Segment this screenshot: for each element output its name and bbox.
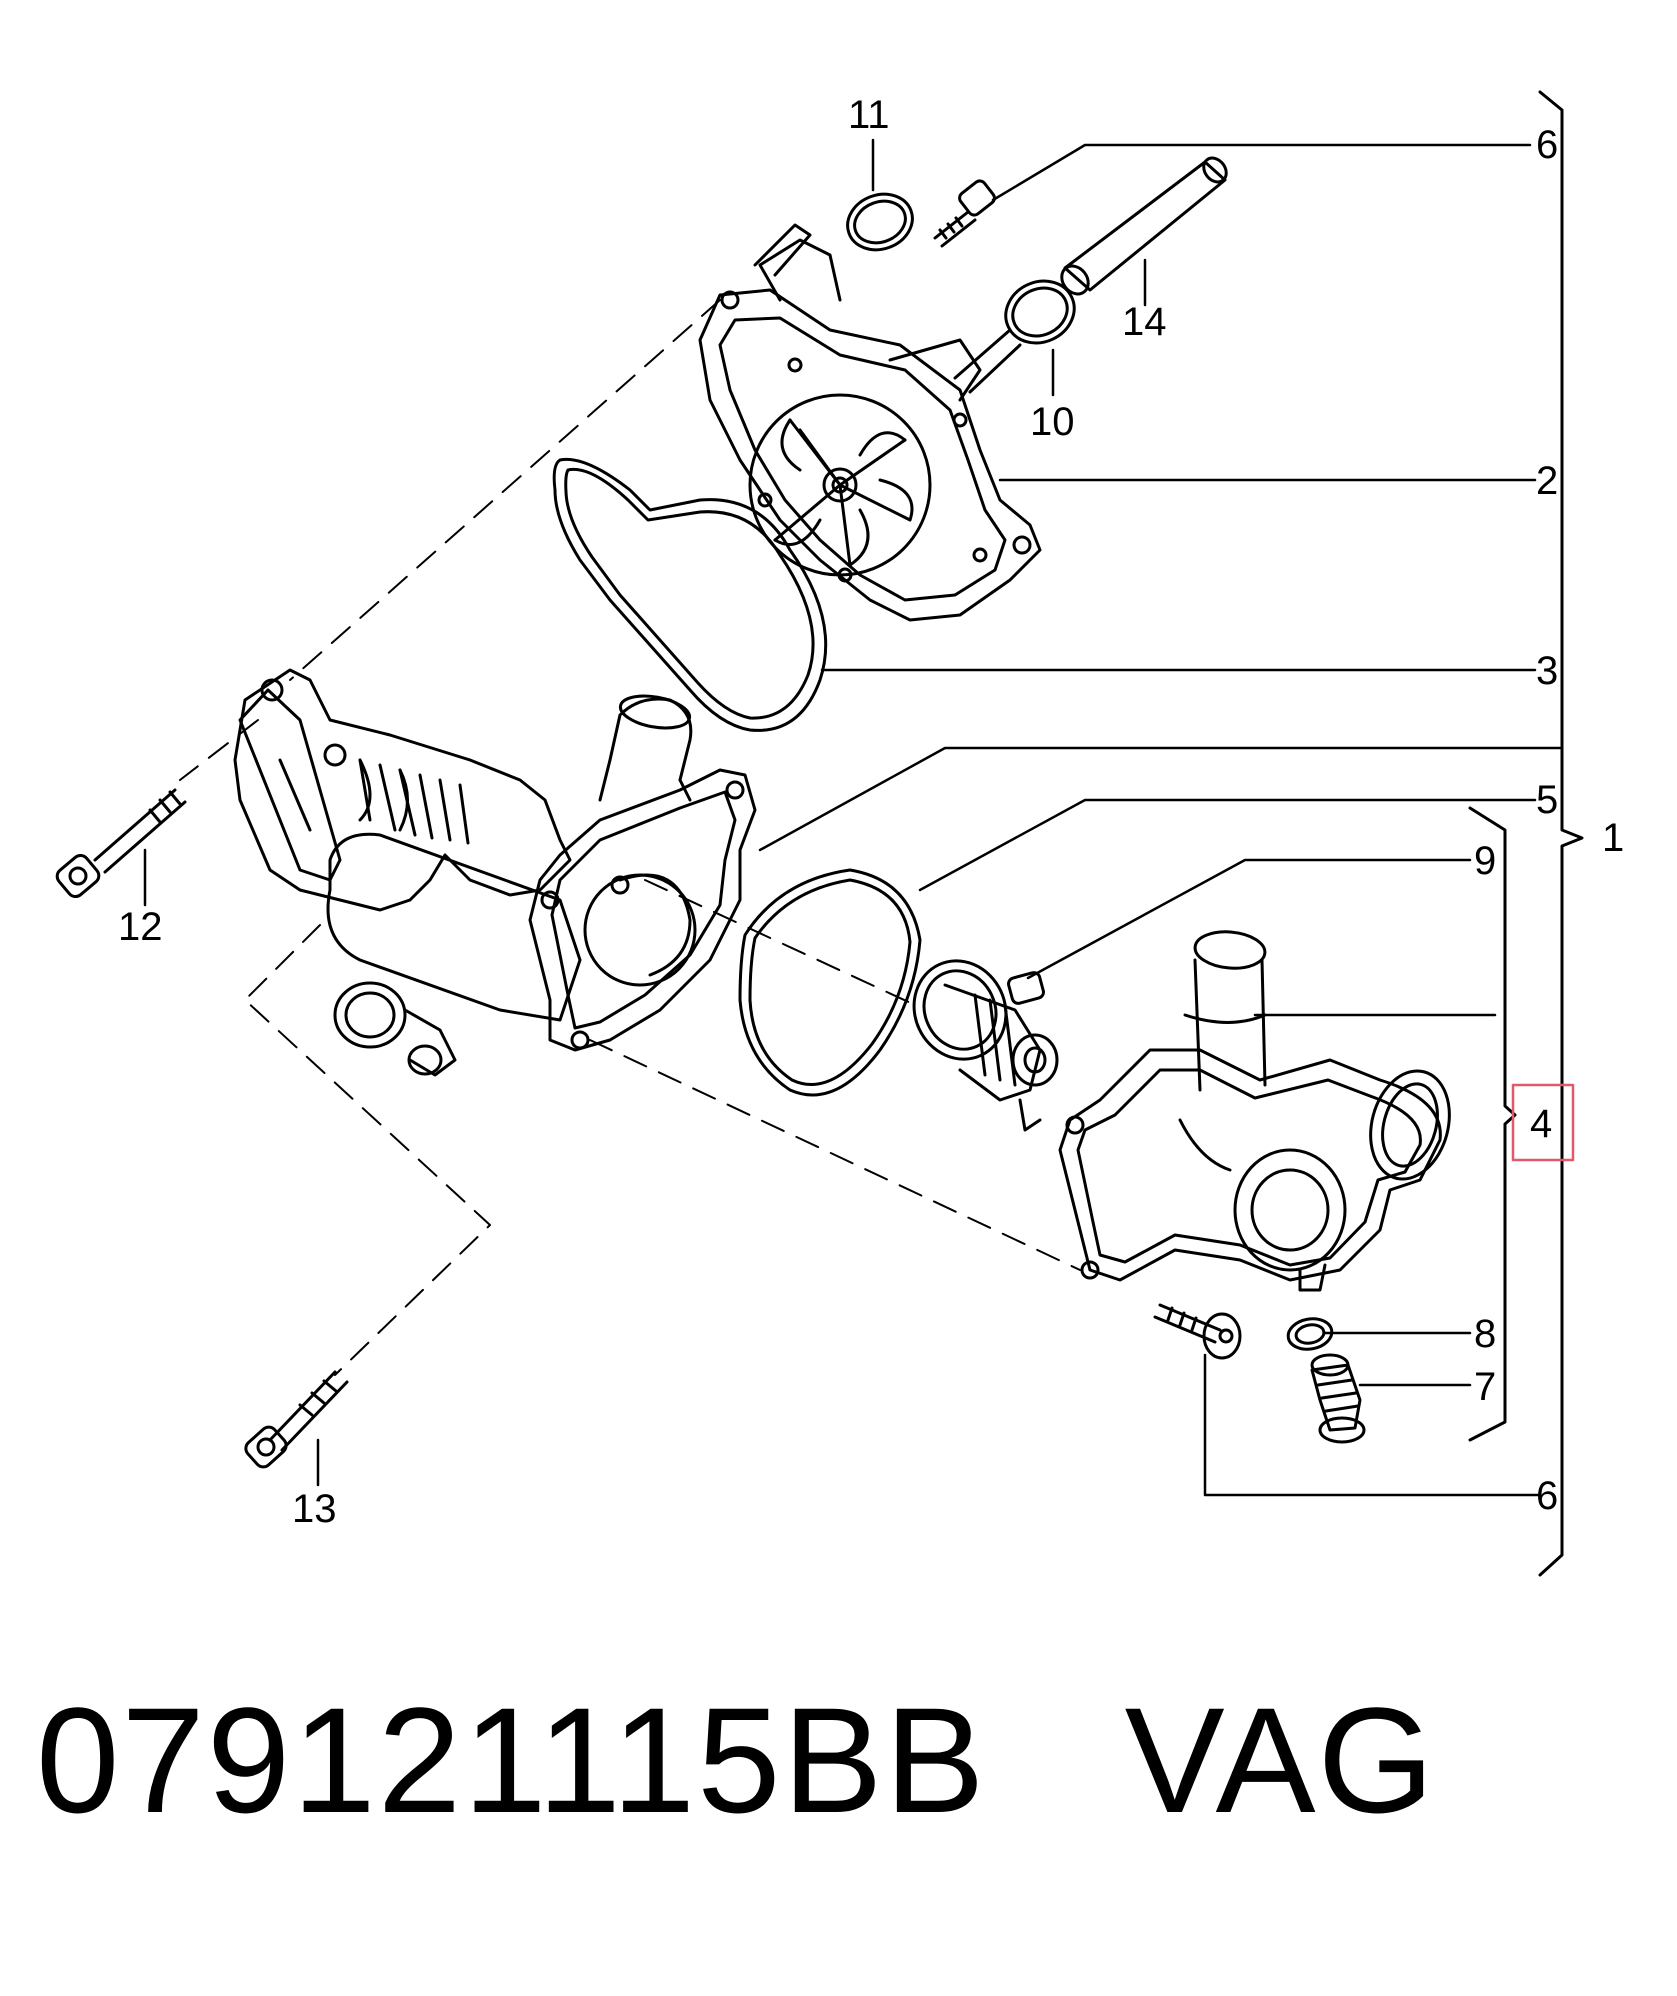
callout-7: 7 [1474, 1365, 1496, 1409]
bolt-6-bottom [1153, 1303, 1242, 1360]
pipe-14 [1060, 156, 1228, 296]
callout-9: 9 [1474, 839, 1496, 883]
coolant-housing [233, 668, 757, 1077]
callout-12: 12 [118, 905, 163, 949]
callout-14: 14 [1122, 300, 1167, 344]
callout-13: 13 [292, 1487, 337, 1531]
brand-name: VAG [1124, 1676, 1437, 1844]
callout-2: 2 [1536, 459, 1558, 503]
assembly-bracket-1 [1538, 90, 1584, 1577]
callout-11: 11 [848, 93, 890, 137]
assembly-bracket-4 [1468, 806, 1517, 1442]
o-ring-10 [1004, 279, 1076, 345]
callout-6-bottom: 6 [1536, 1474, 1558, 1518]
callout-4: 4 [1530, 1102, 1552, 1146]
plug-7 [1310, 1353, 1366, 1444]
callout-10: 10 [1030, 400, 1075, 444]
callout-labels: 11 6 14 10 2 3 5 1 9 4 8 7 6 12 13 [118, 93, 1624, 1531]
leader-lines [143, 138, 1562, 1497]
highlight-box-4 [1511, 1083, 1575, 1162]
dashed-guide-lines [179, 299, 1081, 1376]
seal-ring-8 [1286, 1317, 1334, 1351]
callout-6-top: 6 [1536, 123, 1558, 167]
callout-1: 1 [1602, 816, 1624, 860]
bolt-12 [55, 788, 187, 899]
thermostat-9 [912, 959, 1059, 1132]
o-ring-11 [846, 192, 914, 252]
callout-8: 8 [1474, 1312, 1496, 1356]
bolt-6-top [933, 179, 996, 248]
gasket-3 [552, 457, 828, 732]
water-pump-2 [698, 223, 1042, 622]
o-ring-5 [738, 868, 922, 1097]
bolt-13 [244, 1370, 349, 1469]
callout-3: 3 [1536, 649, 1558, 693]
thermostat-housing-4 [1058, 930, 1451, 1292]
callout-5: 5 [1536, 778, 1558, 822]
part-number: 079121115BB [36, 1676, 987, 1844]
